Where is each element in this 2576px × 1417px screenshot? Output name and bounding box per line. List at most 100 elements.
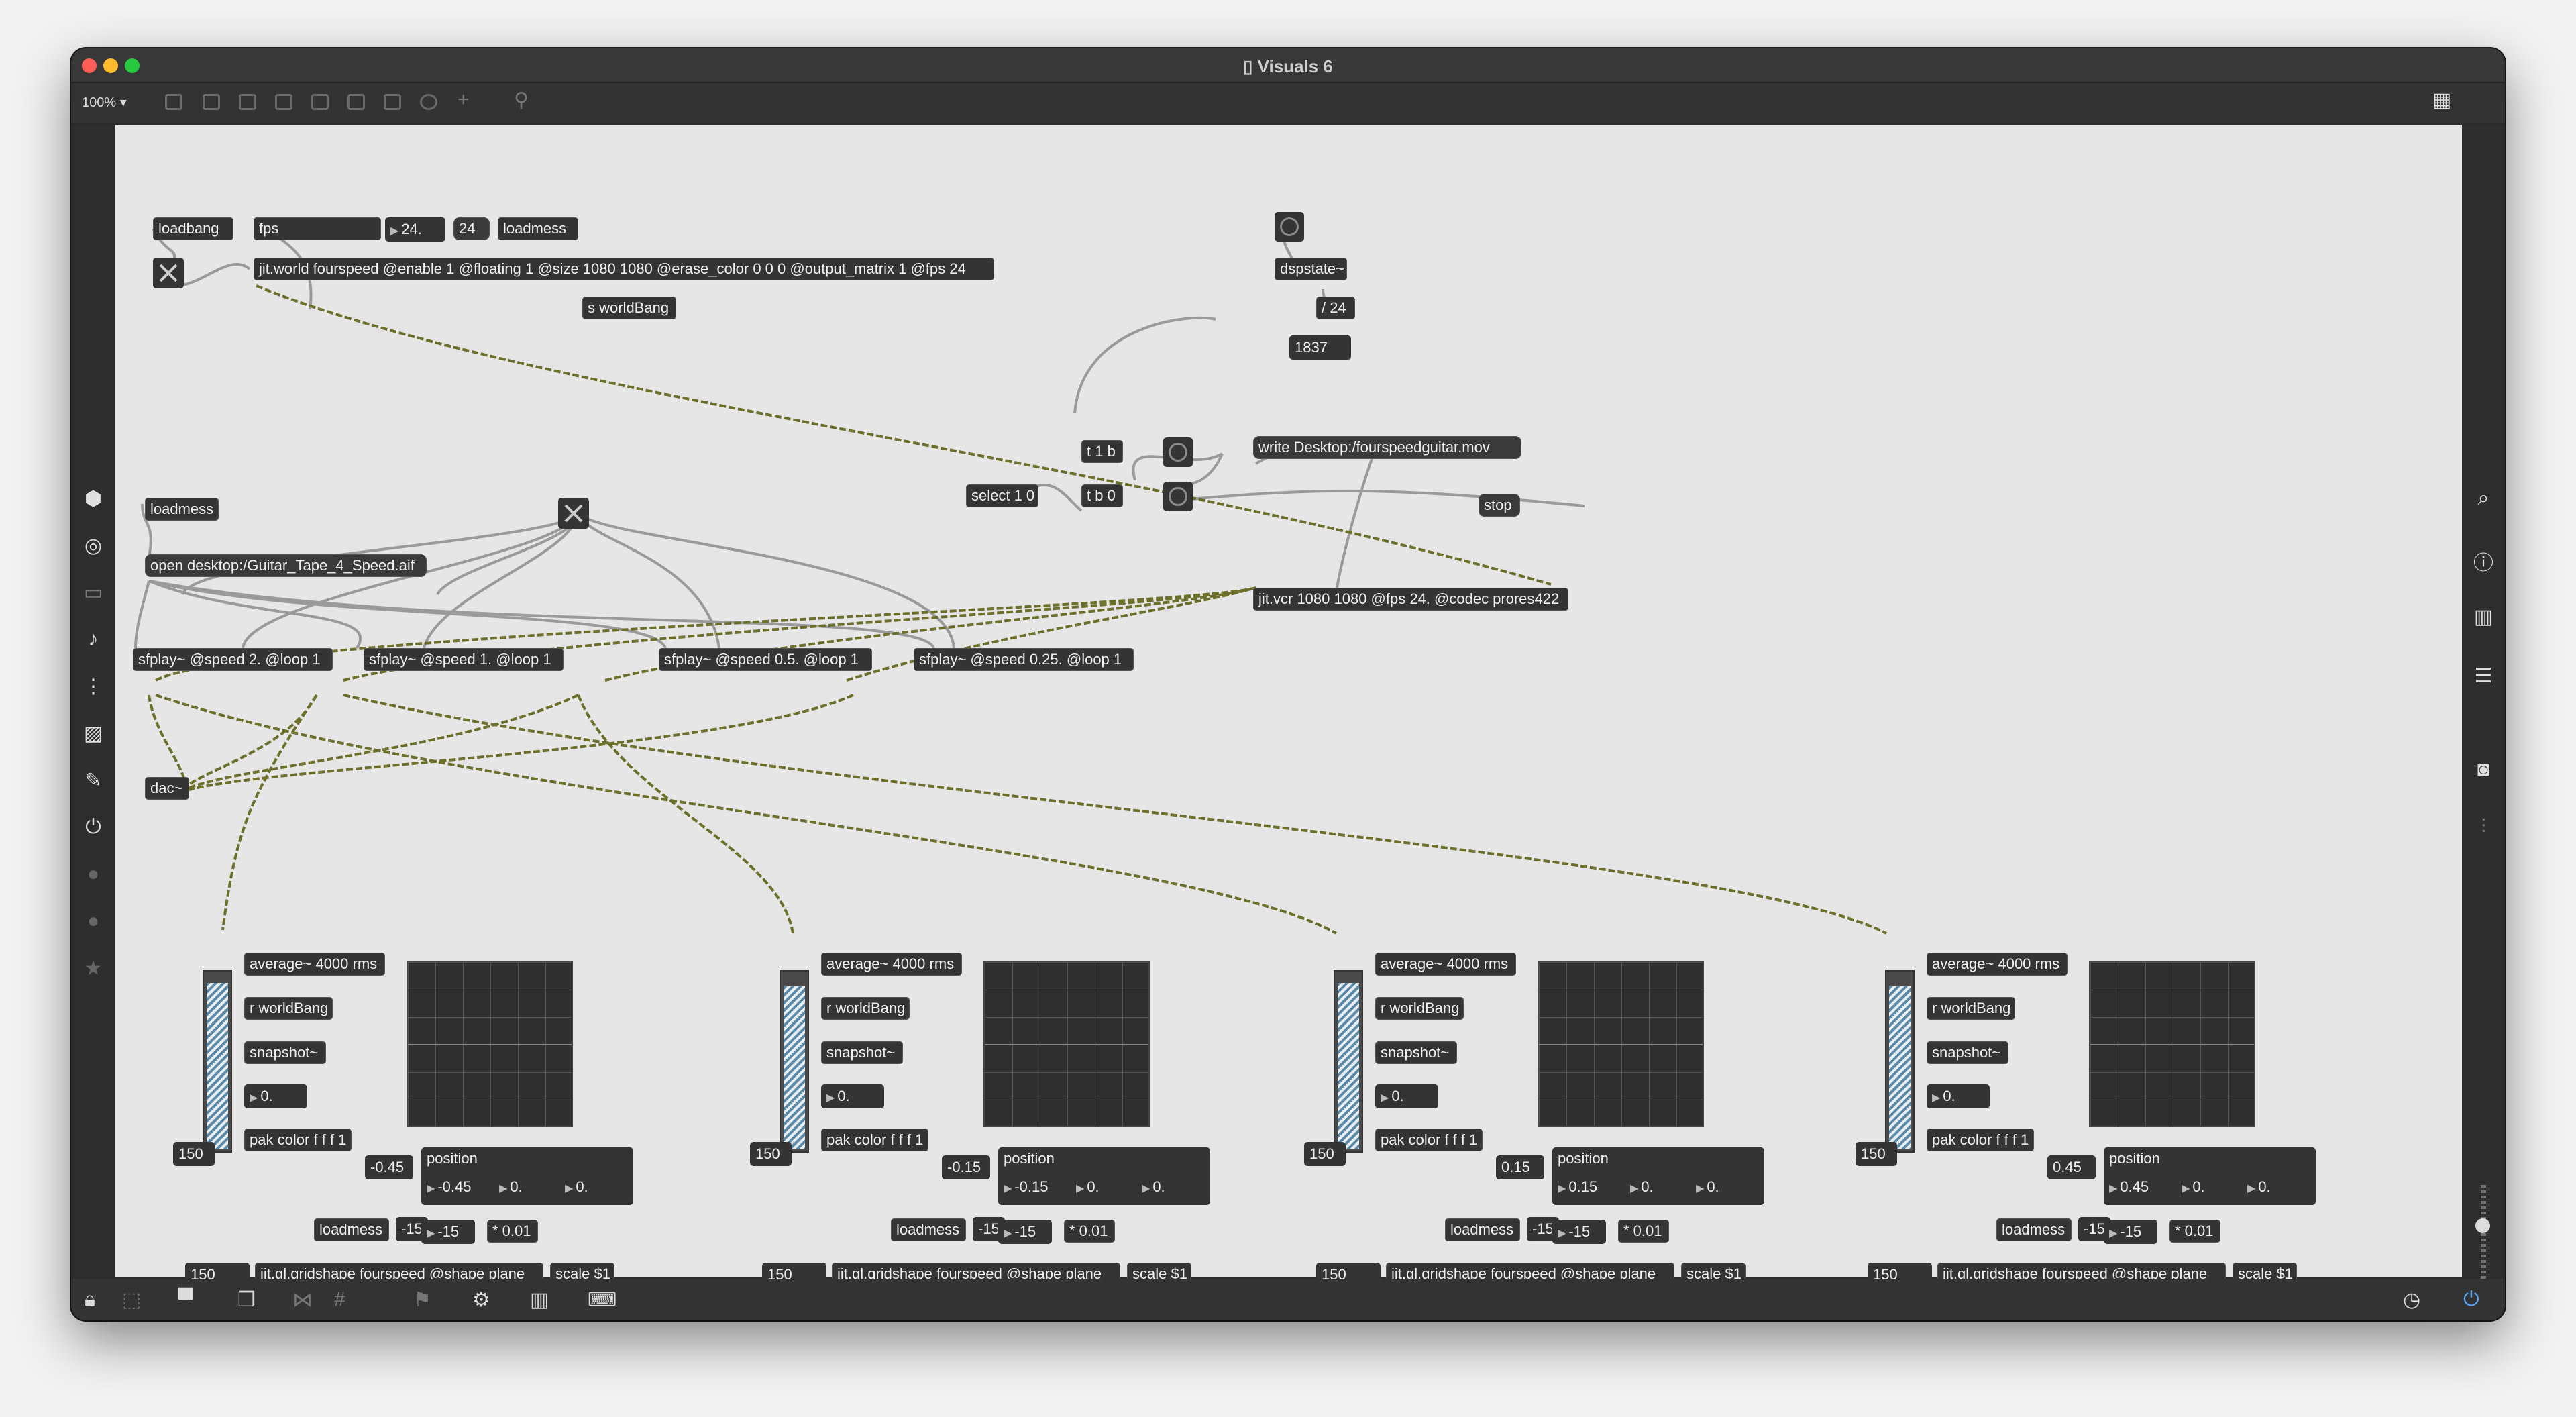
list-icon[interactable]: ☰	[2474, 665, 2493, 687]
clock-icon[interactable]: ◷	[2403, 1289, 2421, 1311]
sfplay-speed-0-25[interactable]: sfplay~ @speed 0.25. @loop 1	[914, 648, 1134, 671]
scale-number[interactable]: ▶-15	[2104, 1220, 2157, 1244]
cube-icon[interactable]: ⬢	[84, 488, 103, 510]
add-icon[interactable]: +	[458, 89, 470, 111]
search-icon[interactable]: ⌕	[2477, 487, 2489, 509]
position-attribute[interactable]: position ▶-0.15 ▶0. ▶0.	[998, 1147, 1210, 1205]
position-y[interactable]: ▶0.	[1076, 1178, 1099, 1195]
debug-icon[interactable]: ⚑	[413, 1289, 431, 1311]
send-worldbang-object[interactable]: s worldBang	[582, 297, 676, 319]
bang-button-stop[interactable]	[1163, 482, 1193, 511]
position-attribute[interactable]: position ▶0.15 ▶0. ▶0.	[1552, 1147, 1764, 1205]
zoom-window-button[interactable]	[125, 58, 140, 73]
snapshot-object[interactable]: snapshot~	[244, 1041, 326, 1064]
meter-number[interactable]: 150	[173, 1142, 215, 1166]
snapshot-number[interactable]: ▶0.	[1375, 1084, 1438, 1108]
offset-number[interactable]: -0.15	[942, 1155, 990, 1179]
jit-world-object[interactable]: jit.world fourspeed @enable 1 @floating …	[254, 258, 994, 280]
loadmess-object-2[interactable]: loadmess	[145, 498, 219, 521]
trigger-b-0-object[interactable]: t b 0	[1081, 484, 1123, 507]
camera-icon[interactable]: ◙	[2477, 758, 2490, 780]
toggle-enable[interactable]	[153, 258, 184, 288]
piano-icon[interactable]: ▥	[530, 1289, 549, 1311]
position-z[interactable]: ▶0.	[1142, 1178, 1165, 1195]
average-object[interactable]: average~ 4000 rms	[1375, 953, 1516, 976]
power-icon[interactable]: ⏻	[2463, 1288, 2479, 1310]
select-object[interactable]: select 1 0	[966, 484, 1038, 507]
fps-label-object[interactable]: fps	[254, 217, 381, 240]
receive-worldbang-object[interactable]: r worldBang	[821, 997, 910, 1020]
presentation-mode-icon[interactable]: ▀	[178, 1288, 193, 1310]
p-icon[interactable]: ●	[87, 910, 100, 932]
dspstate-object[interactable]: dspstate~	[1275, 258, 1347, 280]
offset-number[interactable]: 0.45	[2047, 1155, 2096, 1179]
loadmess-object[interactable]: loadmess	[1445, 1218, 1520, 1241]
frame-count-number[interactable]: 1837	[1289, 335, 1351, 360]
position-attribute[interactable]: position ▶-0.45 ▶0. ▶0.	[421, 1147, 633, 1205]
minimize-window-button[interactable]	[103, 58, 118, 73]
pak-color-object[interactable]: pak color f f f 1	[1375, 1129, 1483, 1151]
loadmess-object[interactable]: loadmess	[498, 217, 578, 240]
toggle-play[interactable]	[558, 498, 589, 529]
paint-icon[interactable]: ⚲	[514, 89, 529, 111]
close-window-button[interactable]	[82, 58, 97, 73]
lock-icon[interactable]: 🔒︎	[85, 1288, 95, 1310]
zoom-menu[interactable]: 100% ▾	[82, 95, 127, 110]
message-icon[interactable]	[347, 94, 365, 110]
loadbang-object[interactable]: loadbang	[153, 217, 233, 240]
jit-vcr-object[interactable]: jit.vcr 1080 1080 @fps 24. @codec prores…	[1253, 588, 1568, 611]
position-z[interactable]: ▶0.	[1696, 1178, 1719, 1195]
grid-icon[interactable]: ▦	[2432, 89, 2452, 111]
scale-number[interactable]: ▶-15	[421, 1220, 475, 1244]
star-icon[interactable]: ★	[84, 957, 103, 980]
position-z[interactable]: ▶0.	[2247, 1178, 2271, 1195]
meter-number[interactable]: 150	[750, 1142, 792, 1166]
window-icon[interactable]: ▭	[83, 582, 103, 604]
open-file-message[interactable]: open desktop:/Guitar_Tape_4_Speed.aif	[145, 554, 427, 577]
position-z[interactable]: ▶0.	[565, 1178, 588, 1195]
position-y[interactable]: ▶0.	[2182, 1178, 2205, 1195]
average-object[interactable]: average~ 4000 rms	[1927, 953, 2068, 976]
paperclip-icon[interactable]: ✎	[85, 770, 102, 792]
sfplay-speed-2[interactable]: sfplay~ @speed 2. @loop 1	[133, 648, 333, 671]
package-icon[interactable]: ●	[87, 863, 100, 885]
pak-color-object[interactable]: pak color f f f 1	[821, 1129, 928, 1151]
write-movie-message[interactable]: write Desktop:/fourspeedguitar.mov	[1253, 436, 1521, 459]
position-x[interactable]: ▶0.45	[2109, 1178, 2149, 1195]
snapshot-number[interactable]: ▶0.	[1927, 1084, 1990, 1108]
snapshot-number[interactable]: ▶0.	[821, 1084, 884, 1108]
loadmess-object[interactable]: loadmess	[1996, 1218, 2072, 1241]
bang-button-record[interactable]	[1163, 437, 1193, 467]
snapshot-object[interactable]: snapshot~	[821, 1041, 903, 1064]
fps-message[interactable]: 24	[453, 217, 490, 240]
sequence-icon[interactable]: ⋮	[83, 676, 103, 698]
pak-color-object[interactable]: pak color f f f 1	[1927, 1129, 2034, 1151]
multiply-object[interactable]: * 0.01	[1064, 1220, 1115, 1243]
position-attribute[interactable]: position ▶0.45 ▶0. ▶0.	[2104, 1147, 2316, 1205]
receive-worldbang-object[interactable]: r worldBang	[1927, 997, 2015, 1020]
level-meter[interactable]	[1334, 970, 1363, 1153]
multiply-object[interactable]: * 0.01	[487, 1220, 538, 1243]
snap-icon[interactable]: ⋈	[292, 1289, 313, 1311]
receive-worldbang-object[interactable]: r worldBang	[244, 997, 333, 1020]
dac-object[interactable]: dac~	[145, 777, 189, 800]
sfplay-speed-1[interactable]: sfplay~ @speed 1. @loop 1	[364, 648, 564, 671]
pak-color-object[interactable]: pak color f f f 1	[244, 1129, 352, 1151]
multiply-object[interactable]: * 0.01	[2169, 1220, 2220, 1243]
receive-worldbang-object[interactable]: r worldBang	[1375, 997, 1464, 1020]
divide-object[interactable]: / 24	[1316, 297, 1355, 319]
loadmess-object[interactable]: loadmess	[891, 1218, 966, 1241]
offset-number[interactable]: -0.45	[365, 1155, 413, 1179]
snapshot-object[interactable]: snapshot~	[1927, 1041, 2008, 1064]
scale-number[interactable]: ▶-15	[1552, 1220, 1606, 1244]
level-meter[interactable]	[1885, 970, 1915, 1153]
sfplay-speed-0-5[interactable]: sfplay~ @speed 0.5. @loop 1	[659, 648, 872, 671]
dial-icon[interactable]	[420, 94, 437, 110]
image-icon[interactable]: ▨	[83, 723, 103, 745]
multiply-object[interactable]: * 0.01	[1618, 1220, 1669, 1243]
trigger-1-b-object[interactable]: t 1 b	[1081, 440, 1123, 463]
scale-number[interactable]: ▶-15	[998, 1220, 1052, 1244]
keyboard-icon[interactable]: ⌨	[588, 1289, 617, 1311]
toggle-icon[interactable]	[275, 94, 292, 110]
windows-icon[interactable]: ❐	[237, 1289, 256, 1311]
